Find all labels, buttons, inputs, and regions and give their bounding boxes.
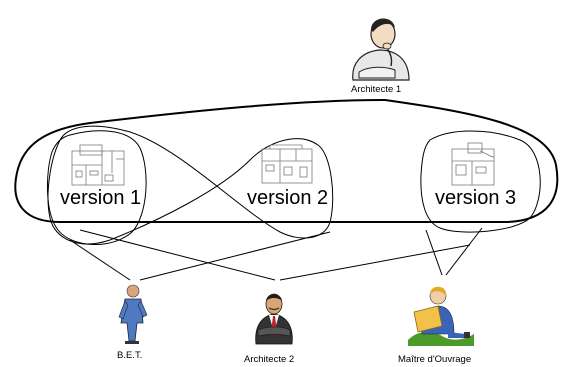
connector-lines: [69, 227, 483, 281]
client-reading-icon: [408, 286, 474, 346]
version-1-label: version 1: [60, 187, 141, 209]
maitre-label: Maître d'Ouvrage: [398, 354, 471, 365]
floor-plan-icon: [451, 142, 495, 186]
architecte1-loop: [14, 98, 559, 223]
bet-loop: [47, 125, 334, 245]
engineer-worker-icon: [118, 284, 148, 344]
architect-arms-crossed-icon: [255, 293, 293, 345]
bet-label: B.E.T.: [117, 350, 142, 361]
maitre-loop: [420, 130, 541, 233]
floor-plan-icon: [261, 144, 313, 184]
architect-thinking-icon: [352, 18, 410, 81]
version-3-label: version 3: [435, 187, 516, 209]
architecte1-label: Architecte 1: [351, 84, 401, 95]
version-2-label: version 2: [247, 187, 328, 209]
floor-plan-icon: [71, 144, 125, 186]
architecte2-loop: [46, 130, 147, 245]
architecte2-label: Architecte 2: [244, 354, 294, 365]
